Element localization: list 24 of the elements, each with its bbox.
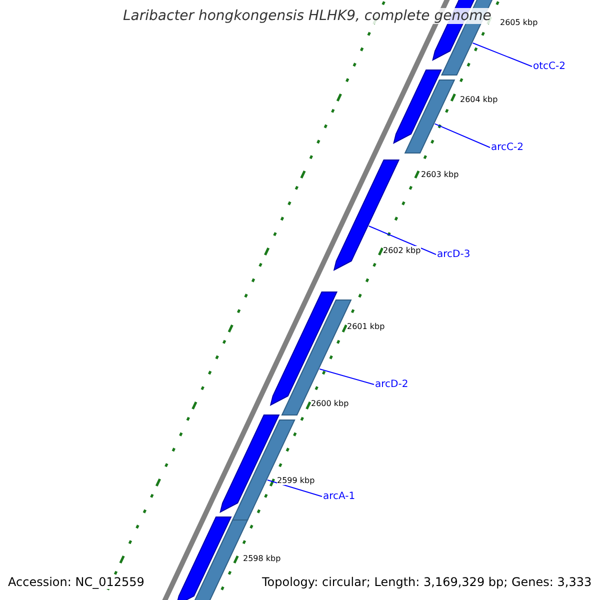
gene-label: arcD-3 bbox=[437, 249, 470, 260]
scale-label: 2603 kbp bbox=[421, 170, 459, 179]
scale-label: 2604 kbp bbox=[460, 95, 498, 104]
gene-segment bbox=[232, 420, 296, 520]
footer-text: Accession: NC_012559 bbox=[8, 575, 144, 589]
leader-line bbox=[319, 368, 374, 385]
gene-label: arcC-2 bbox=[491, 142, 524, 153]
scale-label: 2599 kbp bbox=[277, 476, 315, 485]
gene-label: arcA-1 bbox=[323, 491, 356, 502]
map-title: Laribacter hongkongensis HLHK9, complete genome bbox=[121, 8, 494, 24]
gene-segment bbox=[404, 80, 456, 154]
pointed-gene-block bbox=[393, 70, 442, 144]
scale-label: 2602 kbp bbox=[383, 246, 421, 255]
scale-label: 2601 kbp bbox=[347, 322, 385, 331]
leader-line bbox=[266, 480, 322, 497]
gene-label: arcD-2 bbox=[375, 379, 408, 390]
footer-text: Topology: circular; Length: 3,169,329 bp; Genes: 3,333 bbox=[262, 575, 592, 589]
leader-line bbox=[472, 42, 532, 67]
pointed-gene-block bbox=[176, 516, 232, 600]
scale-label: 2600 kbp bbox=[311, 399, 349, 408]
scale-label: 2598 kbp bbox=[243, 554, 281, 563]
leader-line bbox=[368, 226, 436, 255]
gene-label: otcC-2 bbox=[533, 61, 566, 72]
leader-line bbox=[434, 123, 490, 148]
